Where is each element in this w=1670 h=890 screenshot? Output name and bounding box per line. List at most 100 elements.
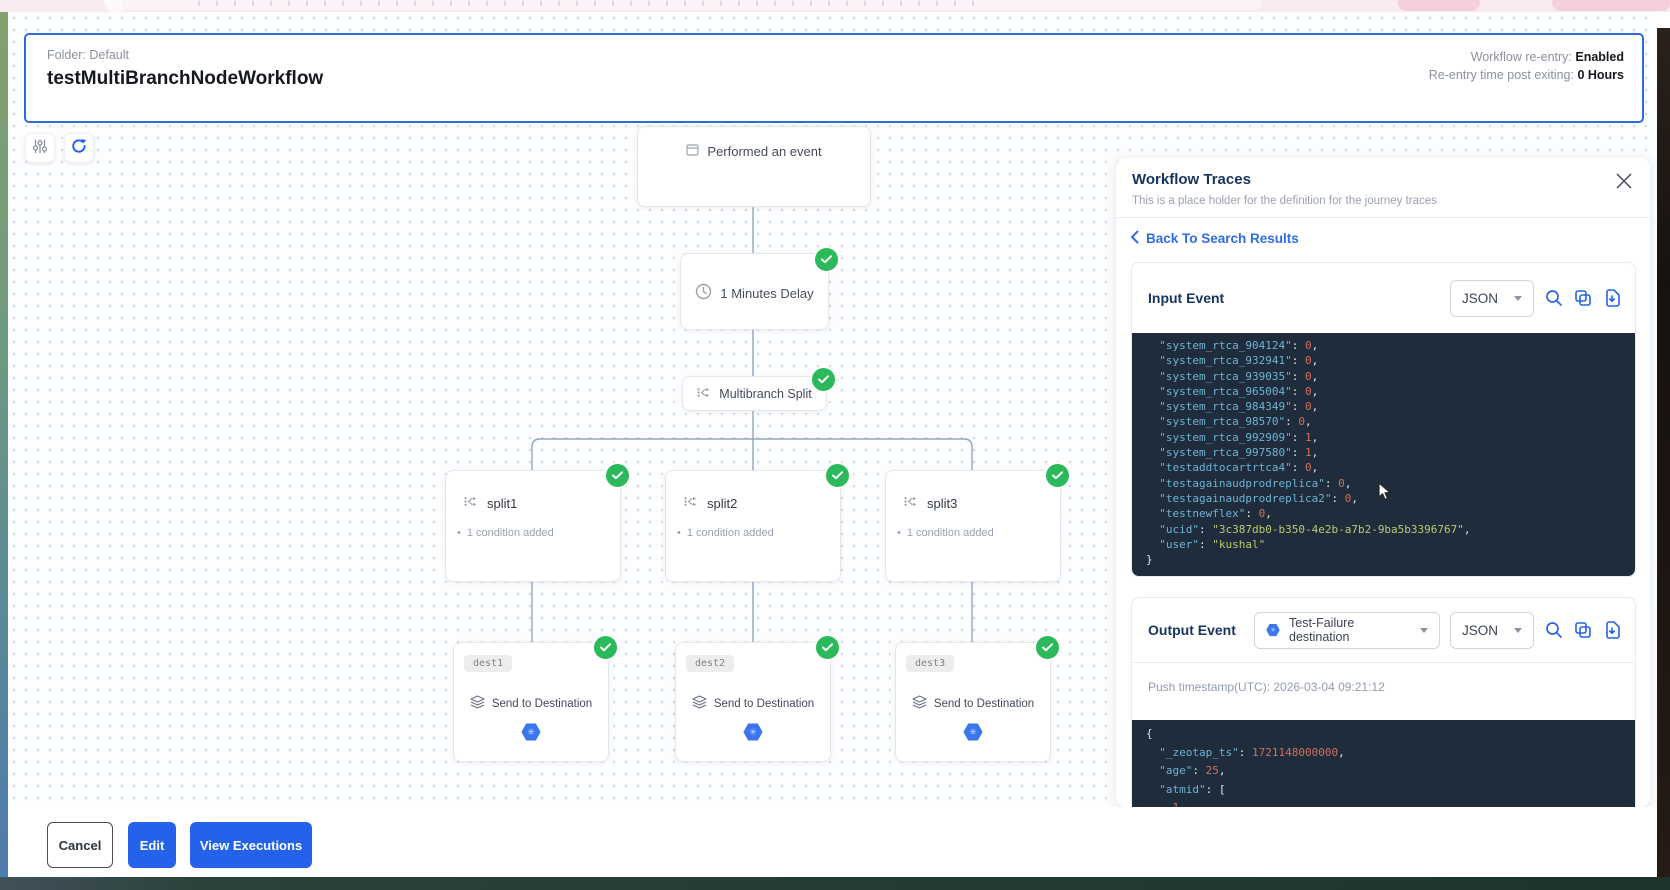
input-event-label: Input Event [1148, 290, 1225, 306]
format-value: JSON [1462, 622, 1499, 638]
search-icon[interactable] [1544, 289, 1563, 308]
folder-breadcrumb: Folder: Default [47, 48, 129, 62]
input-format-select[interactable]: JSON [1450, 279, 1534, 317]
search-icon[interactable] [1544, 621, 1563, 640]
success-badge [824, 462, 851, 489]
layers-icon [912, 695, 927, 712]
divider [1132, 662, 1635, 663]
input-event-json[interactable]: "system_rtca_904124": 0, "system_rtca_93… [1132, 333, 1635, 576]
split-icon [684, 495, 698, 511]
layers-icon [470, 695, 485, 712]
check-icon [600, 643, 611, 652]
success-badge [810, 366, 837, 393]
close-icon[interactable] [1614, 171, 1634, 191]
chevron-down-icon [1420, 627, 1428, 633]
chrome-button-2[interactable] [1552, 0, 1670, 11]
node-dest3[interactable]: dest3 Send to Destination ✳ [895, 634, 1061, 762]
bullet-dot: • [897, 527, 901, 539]
divider [1116, 217, 1650, 218]
check-icon [821, 255, 832, 264]
split-icon [697, 386, 711, 402]
input-event-section: Input Event JSON [1131, 262, 1636, 577]
reentry-time-value: 0 Hours [1577, 68, 1624, 82]
output-format-select[interactable]: JSON [1450, 611, 1534, 649]
node-trigger[interactable]: Performed an event [637, 126, 871, 207]
edit-button[interactable]: Edit [128, 822, 176, 868]
refresh-icon [70, 137, 88, 160]
back-to-search-results-link[interactable]: Back To Search Results [1130, 230, 1299, 247]
browser-chrome-bar [0, 0, 1670, 13]
destination-select[interactable]: ✳ Test-Failure destination [1254, 611, 1440, 649]
download-file-icon[interactable] [1602, 621, 1621, 640]
check-icon [818, 375, 829, 384]
dest-label-text: Send to Destination [933, 697, 1035, 710]
sliders-icon [32, 138, 48, 159]
bullet-dot: • [677, 527, 681, 539]
check-icon [612, 471, 623, 480]
success-badge [604, 462, 631, 489]
node-split-label: split1 [487, 495, 518, 511]
layers-icon [692, 695, 707, 712]
copy-icon[interactable] [1573, 289, 1592, 308]
destination-logo-icon: ✳ [743, 723, 763, 741]
condition-text: 1 condition added [906, 527, 994, 539]
condition-text: 1 condition added [466, 527, 554, 539]
back-link-label: Back To Search Results [1146, 231, 1299, 246]
node-split-label: split2 [707, 495, 738, 511]
node-split2[interactable]: split2 • 1 condition added [665, 462, 851, 582]
node-multibranch-label: Multibranch Split [719, 387, 812, 401]
workflow-header-card: Folder: Default testMultiBranchNodeWorkf… [24, 33, 1644, 123]
node-multibranch[interactable]: Multibranch Split [682, 366, 837, 411]
reentry-label: Workflow re-entry: [1470, 50, 1572, 64]
success-badge [1044, 462, 1071, 489]
reentry-info: Workflow re-entry: Enabled Re-entry time… [1429, 48, 1624, 84]
node-trigger-label: Performed an event [707, 143, 822, 159]
format-value: JSON [1462, 290, 1499, 306]
destination-logo-icon: ✳ [1266, 623, 1280, 637]
split-icon [904, 495, 918, 511]
event-icon [686, 143, 700, 159]
node-split-label: split3 [927, 495, 958, 511]
copy-icon[interactable] [1573, 621, 1592, 640]
dest-tag: dest2 [686, 655, 735, 672]
chevron-left-icon [1130, 230, 1139, 247]
chrome-button-1[interactable] [1398, 0, 1480, 11]
dest-label-text: Send to Destination [491, 697, 593, 710]
check-icon [1052, 471, 1063, 480]
check-icon [832, 471, 843, 480]
node-split1[interactable]: split1 • 1 condition added [445, 462, 631, 582]
view-executions-button[interactable]: View Executions [190, 822, 312, 868]
check-icon [1042, 643, 1053, 652]
destination-logo-icon: ✳ [521, 723, 541, 741]
output-event-json[interactable]: { "_zeotap_ts": 1721148000000, "age": 25… [1132, 720, 1635, 807]
panel-title: Workflow Traces [1132, 171, 1251, 188]
check-icon [822, 643, 833, 652]
node-delay-label: 1 Minutes Delay [720, 285, 814, 301]
dest-label-text: Send to Destination [713, 697, 815, 710]
node-dest2[interactable]: dest2 Send to Destination ✳ [675, 634, 841, 762]
node-split3[interactable]: split3 • 1 condition added [885, 462, 1071, 582]
success-badge [813, 246, 840, 273]
download-file-icon[interactable] [1602, 289, 1621, 308]
cancel-button[interactable]: Cancel [47, 822, 113, 868]
dest-tag: dest3 [906, 655, 955, 672]
chevron-down-icon [1514, 627, 1522, 633]
condition-text: 1 condition added [686, 527, 774, 539]
bullet-dot: • [457, 527, 461, 539]
success-badge [1034, 634, 1061, 661]
screen-edge-right [1657, 28, 1670, 877]
workflow-traces-panel: Workflow Traces This is a place holder f… [1116, 158, 1650, 807]
output-event-label: Output Event [1148, 622, 1236, 638]
canvas-refresh-button[interactable] [64, 133, 94, 163]
dest-tag: dest1 [464, 655, 513, 672]
workflow-title: testMultiBranchNodeWorkflow [47, 68, 324, 89]
chevron-down-icon [1514, 295, 1522, 301]
reentry-value: Enabled [1575, 50, 1624, 64]
canvas-settings-button[interactable] [25, 133, 55, 163]
node-dest1[interactable]: dest1 Send to Destination ✳ [453, 634, 619, 762]
node-delay[interactable]: 1 Minutes Delay [680, 246, 840, 330]
screen-edge-bottom [0, 877, 1670, 890]
screen-edge-left [0, 12, 8, 877]
clock-icon [695, 283, 712, 303]
